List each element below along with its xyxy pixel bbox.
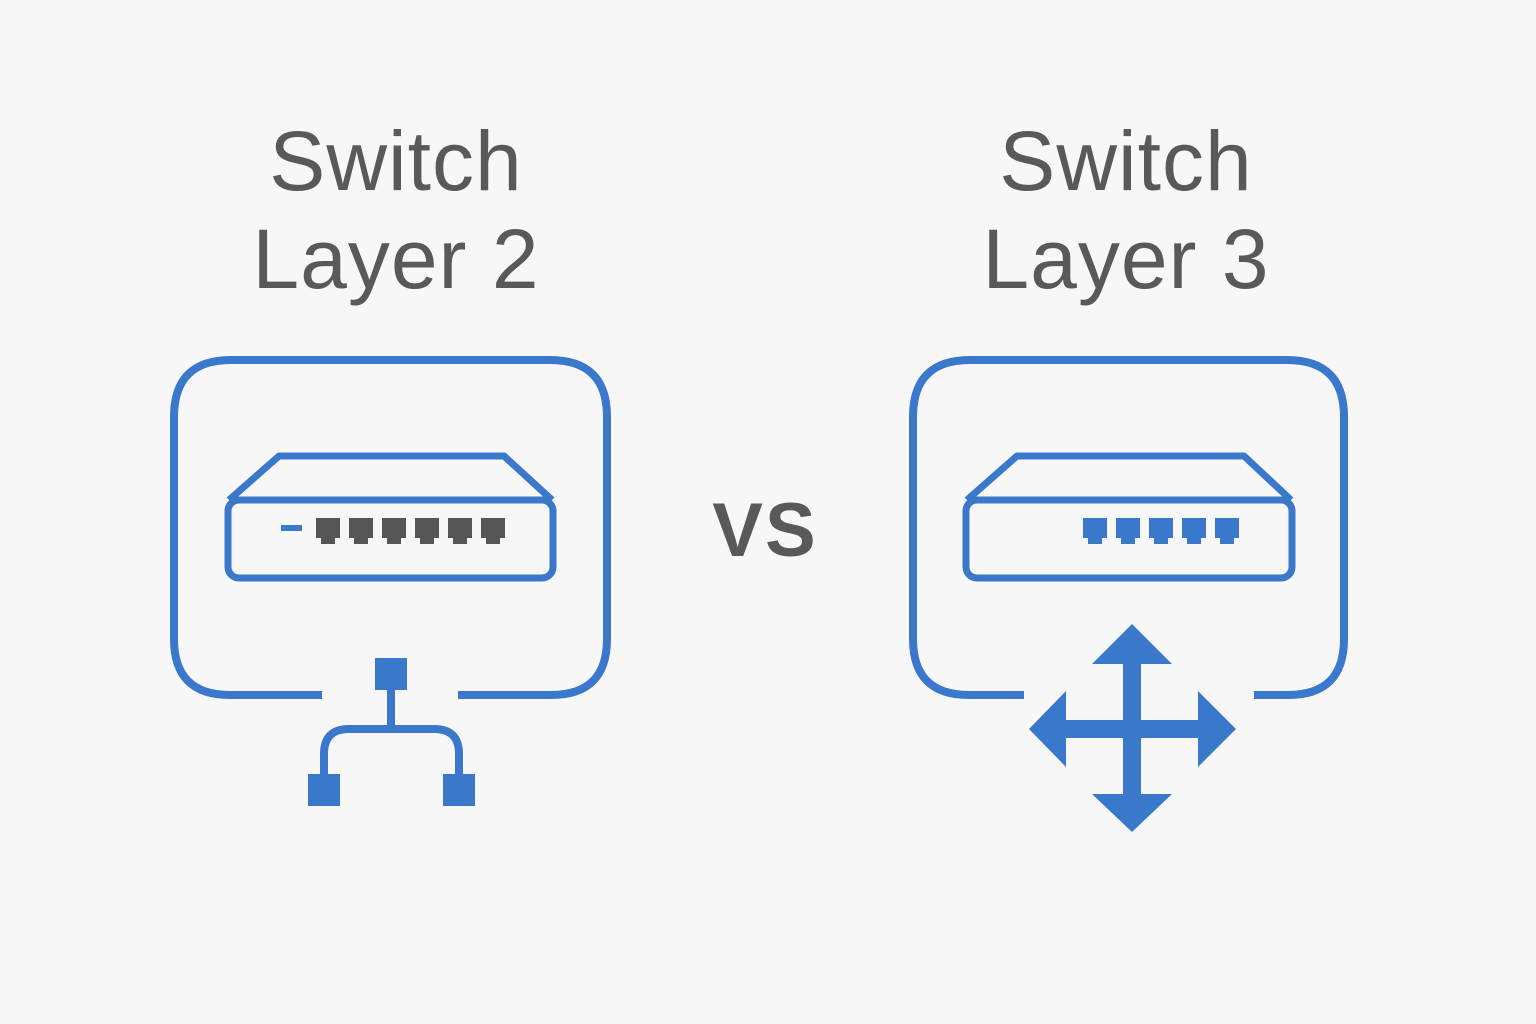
layer3-panel [909,356,1348,832]
ethernet-port-icon [316,518,340,544]
layer3-title-line1: Switch [999,114,1253,208]
ethernet-port-icon [1215,518,1239,544]
switch-ports [316,518,505,544]
layer2-title: Switch Layer 2 [176,112,616,308]
network-switch-icon [962,452,1296,582]
branch-connector-icon [308,658,475,806]
ethernet-port-icon [1116,518,1140,544]
ethernet-port-icon [1182,518,1206,544]
ethernet-port-icon [382,518,406,544]
connector-left-plug [308,774,340,806]
network-switch-icon [224,452,557,582]
connector-top-plug [375,658,407,690]
layer2-title-line2: Layer 2 [252,212,540,306]
switch-top-face [964,452,1294,503]
ethernet-port-icon [1083,518,1107,544]
switch-led [281,525,302,531]
layer3-frame [909,356,1348,699]
ethernet-port-icon [448,518,472,544]
arrow-left-head [1029,691,1066,767]
switch-front-face [962,496,1296,582]
arrow-down-head [1092,794,1172,832]
four-way-arrows-icon [1029,624,1236,832]
ethernet-port-icon [349,518,373,544]
layer2-frame [170,356,611,699]
layer3-title-line2: Layer 3 [982,212,1270,306]
layer3-title: Switch Layer 3 [906,112,1346,308]
ethernet-port-icon [1149,518,1173,544]
layer2-title-line1: Switch [269,114,523,208]
switch-ports [1083,518,1239,544]
vs-label: VS [712,488,818,573]
switch-front-face [224,496,557,582]
arrows-horizontal-shaft [1062,720,1202,738]
connector-right-plug [443,774,475,806]
ethernet-port-icon [481,518,505,544]
switch-top-face [226,452,555,503]
arrow-right-head [1198,691,1236,767]
layer2-panel [170,356,611,806]
arrow-up-head [1092,624,1172,664]
connector-branch [320,725,463,774]
ethernet-port-icon [415,518,439,544]
